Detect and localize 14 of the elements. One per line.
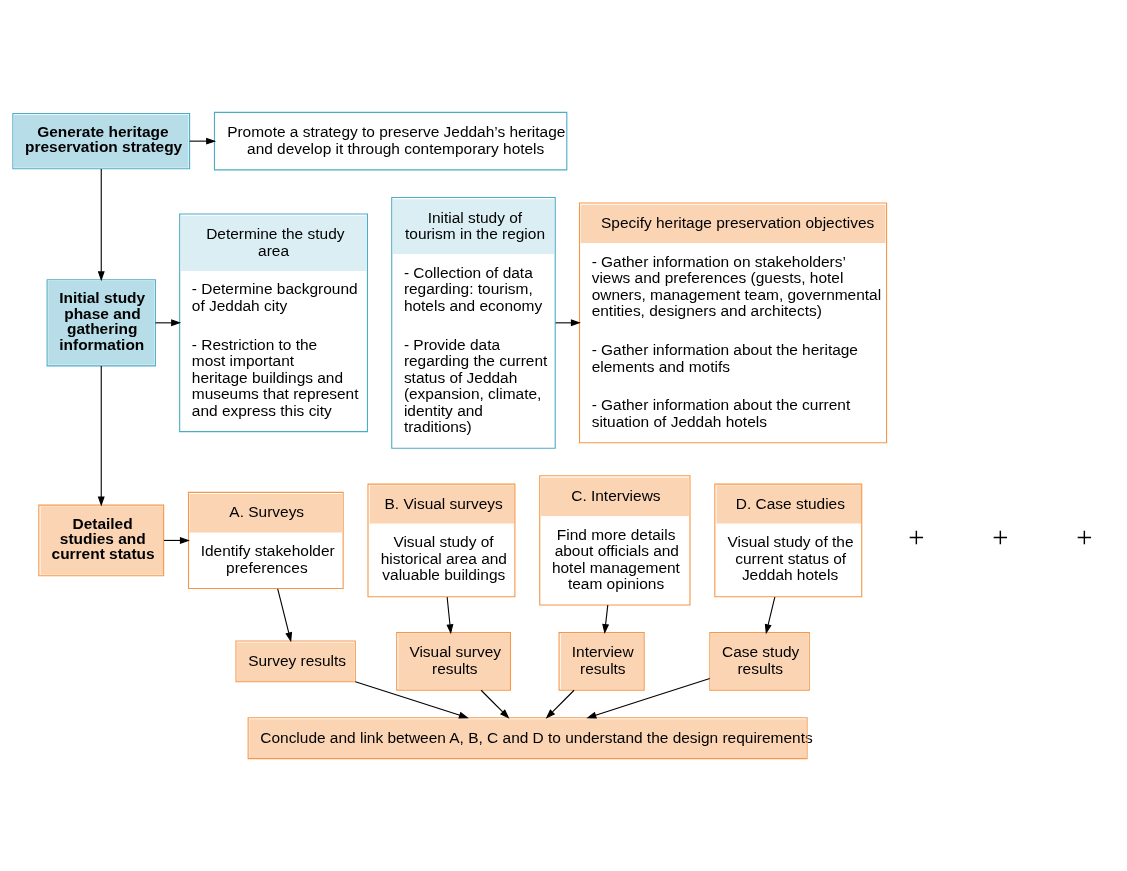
arrow	[586, 677, 711, 719]
arrow	[189, 137, 217, 145]
label: +	[908, 521, 925, 554]
label: +	[992, 521, 1009, 554]
arrow	[764, 596, 776, 635]
arrow	[97, 365, 105, 507]
arrow	[480, 689, 510, 719]
arrow	[354, 681, 469, 719]
arrow	[277, 588, 293, 643]
arrow	[97, 168, 105, 282]
label: +	[1076, 521, 1093, 554]
arrow	[446, 596, 454, 635]
arrow	[545, 689, 575, 719]
arrow	[602, 604, 610, 635]
